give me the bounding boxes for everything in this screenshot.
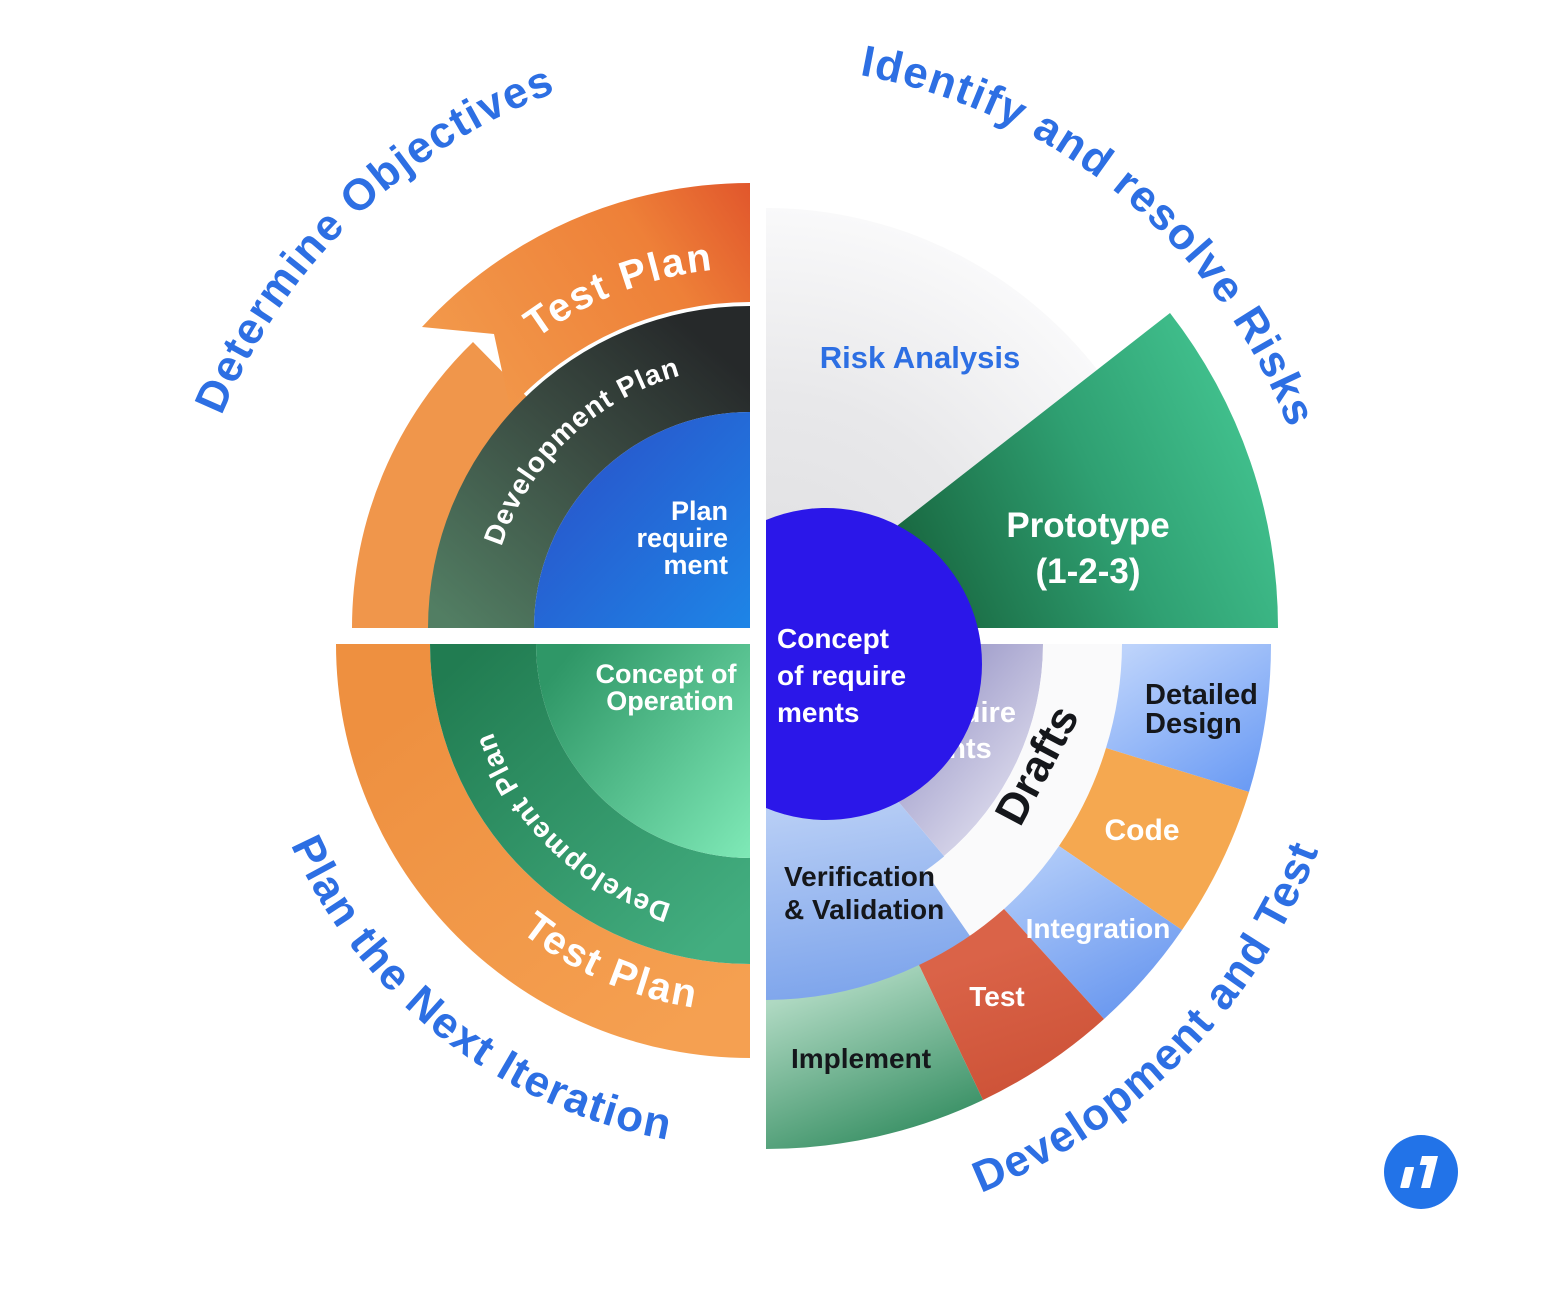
top-left-test-plan-ring xyxy=(422,182,750,408)
detailed-design-line2: Design xyxy=(1145,708,1242,740)
verification-line1: Verification xyxy=(784,861,935,892)
bottom-left-development-plan-ring xyxy=(430,644,750,964)
verification-line2: & Validation xyxy=(784,894,944,925)
plan-requirement-line1: Plan xyxy=(671,496,728,526)
verification-validation-label: Verification & Validation xyxy=(784,861,944,925)
implement-segment xyxy=(766,965,983,1149)
brand-logo-icon xyxy=(1384,1135,1458,1209)
plan-requirement-label: Plan require ment xyxy=(636,496,728,580)
risk-analysis-label: Risk Analysis xyxy=(820,340,1020,375)
concept-operation-line2: Operation xyxy=(606,686,734,716)
detailed-design-line1: Detailed xyxy=(1145,679,1258,711)
center-circle xyxy=(766,508,982,821)
prototype-line2: (1-2-3) xyxy=(1035,552,1140,591)
code-segment xyxy=(1059,748,1249,930)
concept-operation-line1: Concept of xyxy=(596,659,738,689)
prototype-line1: Prototype xyxy=(1006,506,1169,545)
prototype-label: Prototype (1-2-3) xyxy=(1006,506,1169,591)
plan-requirement-line3: ment xyxy=(663,550,728,580)
top-left-development-plan-ring xyxy=(428,306,750,628)
bottom-left-test-plan-ring xyxy=(336,644,750,1058)
top-left-plan-requirement-sector xyxy=(534,412,750,628)
test-label: Test xyxy=(969,981,1025,1012)
implement-label: Implement xyxy=(791,1043,931,1074)
top-left-test-plan-ring-start xyxy=(351,342,529,628)
quadrant-bottom-left: Test Plan Development Plan Concept of Op… xyxy=(336,644,750,1058)
brand-logo-circle xyxy=(1384,1135,1458,1209)
center-line2: of require xyxy=(777,660,906,691)
concept-of-operation-label: Concept of Operation xyxy=(596,659,738,716)
integration-label: Integration xyxy=(1026,913,1171,944)
center-line1: Concept xyxy=(777,623,889,654)
concept-of-operation-sector xyxy=(536,644,750,858)
detailed-design-label: Detailed Design xyxy=(1145,679,1258,740)
code-label: Code xyxy=(1105,814,1180,847)
center-concept-of-requirements: Concept of require ments xyxy=(766,508,982,821)
drafts-band xyxy=(925,644,1123,936)
quadrant-top-left: Test Plan Development Plan Plan require … xyxy=(351,182,750,628)
brand-logo-glyph xyxy=(1400,1156,1438,1188)
integration-segment xyxy=(1004,846,1182,1019)
plan-requirement-line2: require xyxy=(636,523,728,553)
center-line3: ments xyxy=(777,697,859,728)
detailed-design-segment xyxy=(1106,644,1272,792)
test-segment xyxy=(919,909,1104,1100)
